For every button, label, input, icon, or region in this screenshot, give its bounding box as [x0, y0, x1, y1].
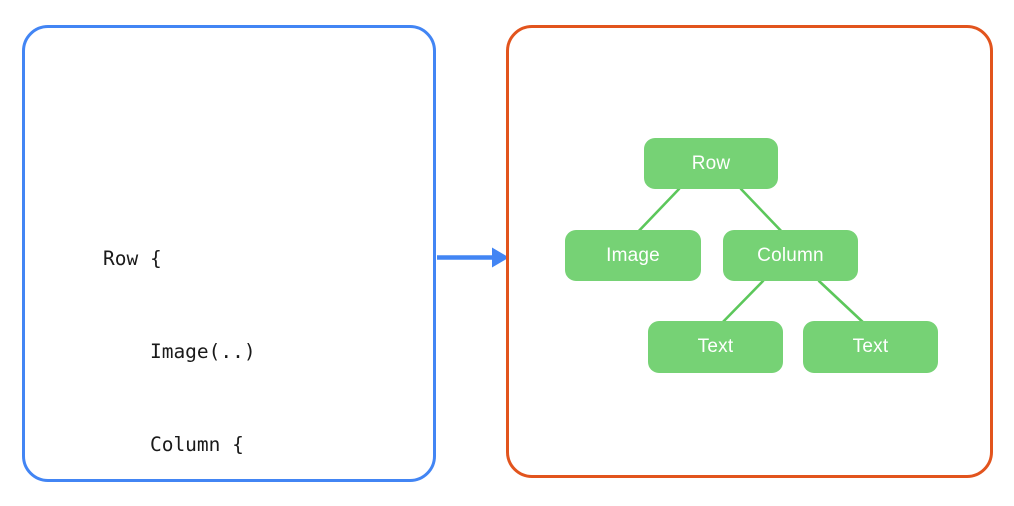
tree-panel: Row Image Column Text Text — [506, 25, 993, 478]
code-line-2: Image(..) — [103, 340, 256, 363]
tree-node-row-label: Row — [691, 152, 731, 174]
tree-node-text-1-label: Text — [697, 336, 734, 357]
tree-edge-row-image — [633, 187, 681, 237]
tree-node-text-1[interactable]: Text — [648, 321, 783, 373]
tree-edge-row-column — [739, 187, 787, 237]
tree-node-text-2[interactable]: Text — [803, 321, 938, 373]
code-line-3: Column { — [103, 433, 244, 456]
tree-node-image[interactable]: Image — [565, 230, 701, 281]
tree-node-column-label: Column — [757, 244, 824, 266]
tree-node-text-2-label: Text — [852, 336, 889, 357]
arrow-head — [492, 247, 509, 268]
tree-node-column[interactable]: Column — [723, 230, 858, 281]
tree-node-row[interactable]: Row — [644, 138, 778, 189]
code-panel: Row { Image(..) Column { Text(..) Text(.… — [22, 25, 436, 482]
flow-arrow-icon — [437, 247, 509, 268]
code-block: Row { Image(..) Column { Text(..) Text(.… — [103, 181, 291, 506]
code-line-1: Row { — [103, 247, 162, 270]
tree-edge-column-text1 — [717, 279, 765, 328]
tree-edge-column-text2 — [817, 279, 869, 328]
tree-node-image-label: Image — [606, 244, 660, 266]
